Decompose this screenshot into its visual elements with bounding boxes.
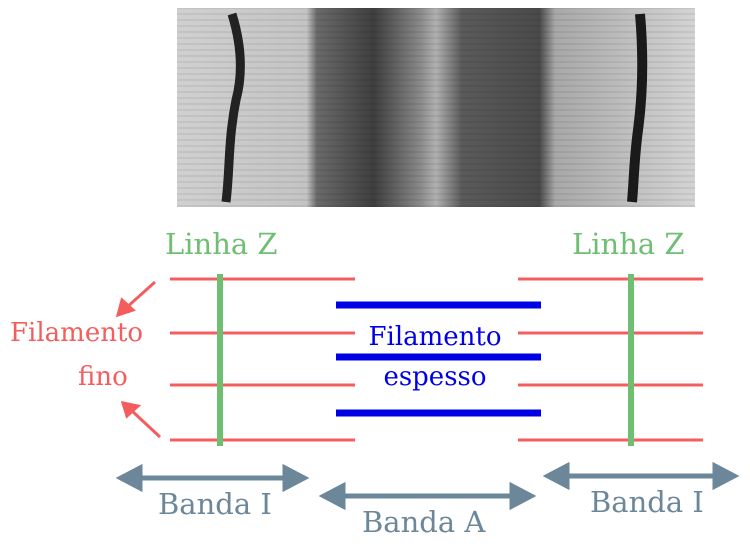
thin-filament-label-line2: fino: [78, 362, 128, 392]
band-i-label-right: Banda I: [590, 485, 704, 519]
z-lines: [217, 274, 634, 446]
band-arrows: [115, 461, 740, 511]
thick-filament-label-line2: espesso: [383, 362, 487, 392]
z-line-label-right: Linha Z: [572, 227, 685, 261]
band-a-label: Banda A: [362, 505, 486, 539]
thick-filament-label-line1: Filamento: [368, 322, 502, 352]
thin-filament-arrows: [115, 280, 162, 439]
electron-micrograph: [177, 8, 695, 207]
thick-filaments: [336, 301, 541, 417]
band-i-label-left: Banda I: [158, 487, 272, 521]
z-line-label-left: Linha Z: [165, 227, 278, 261]
thin-filament-label-line1: Filamento: [10, 318, 144, 348]
thin-filaments: [170, 277, 703, 442]
